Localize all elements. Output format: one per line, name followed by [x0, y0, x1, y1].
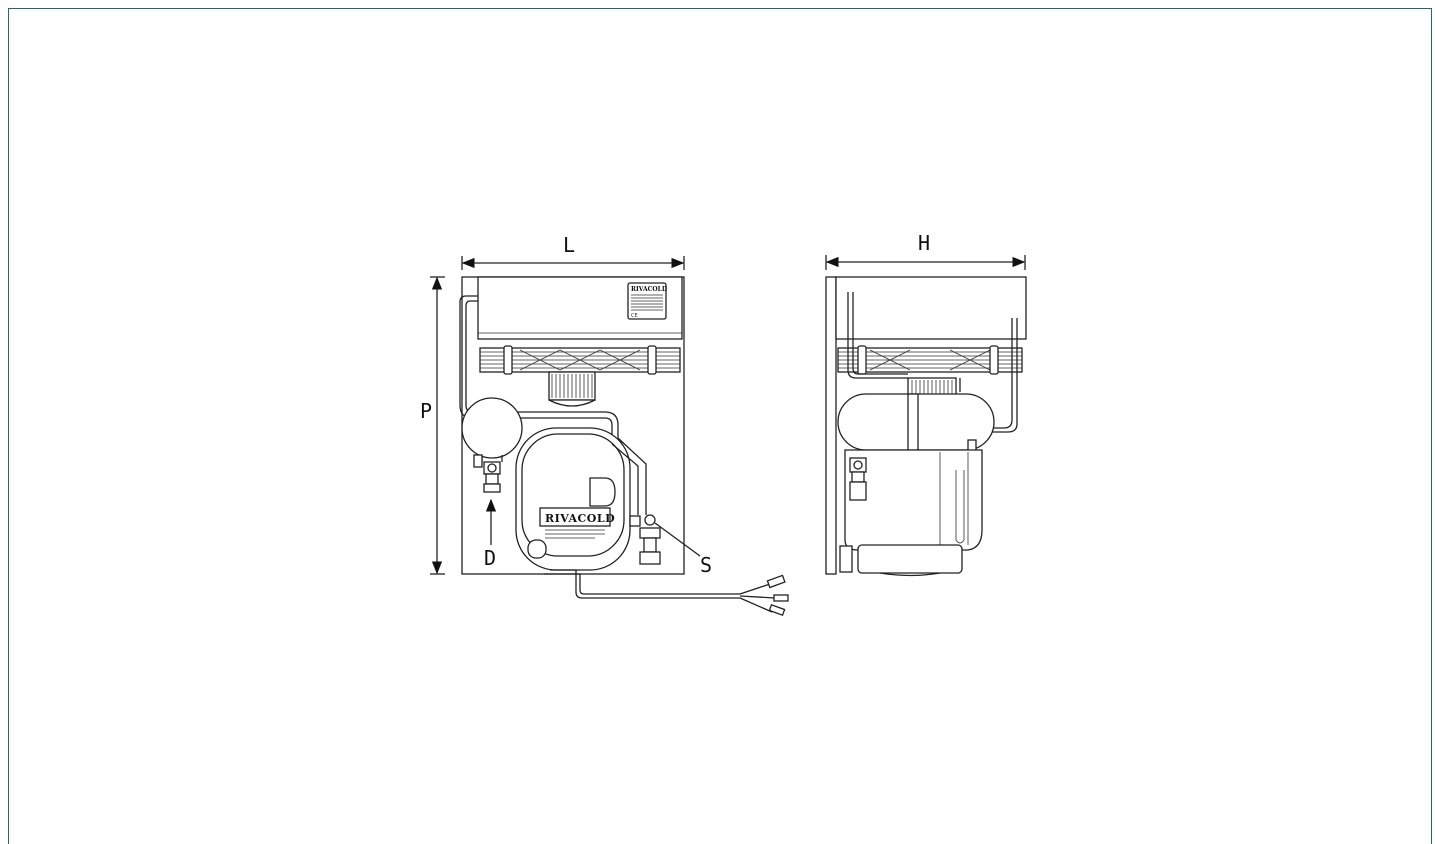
- compressor-logo: RIVACOLD: [545, 512, 615, 525]
- height-label: H: [918, 231, 930, 255]
- plate-logo: RIVACOLD: [631, 286, 667, 293]
- length-dimension: L: [461, 233, 685, 270]
- front-view: L P RIVACOLD CE: [420, 233, 789, 617]
- power-cable: [739, 574, 789, 617]
- suction-label: S: [700, 553, 712, 577]
- discharge-valve: D: [473, 454, 501, 570]
- side-base-plate: [825, 276, 837, 575]
- side-fan-guard: [837, 345, 1023, 375]
- side-liquid-receiver: [837, 393, 995, 455]
- compressor: RIVACOLD: [515, 427, 740, 599]
- length-label: L: [563, 233, 575, 257]
- height-dimension: H: [825, 231, 1026, 270]
- side-condenser-housing: [835, 276, 1027, 340]
- ce-mark: CE: [631, 313, 638, 319]
- depth-dimension: P: [420, 276, 445, 575]
- discharge-label: D: [484, 546, 496, 570]
- diagram-frame: [8, 8, 1432, 844]
- fan-motor: [548, 371, 596, 407]
- suction-valve: S: [611, 437, 712, 577]
- side-view: H: [825, 231, 1027, 577]
- side-compressor: [844, 449, 983, 577]
- rating-plate: RIVACOLD CE: [627, 282, 667, 320]
- fan-guard: [479, 345, 681, 375]
- depth-label: P: [420, 399, 432, 423]
- side-discharge-valve: [839, 457, 867, 573]
